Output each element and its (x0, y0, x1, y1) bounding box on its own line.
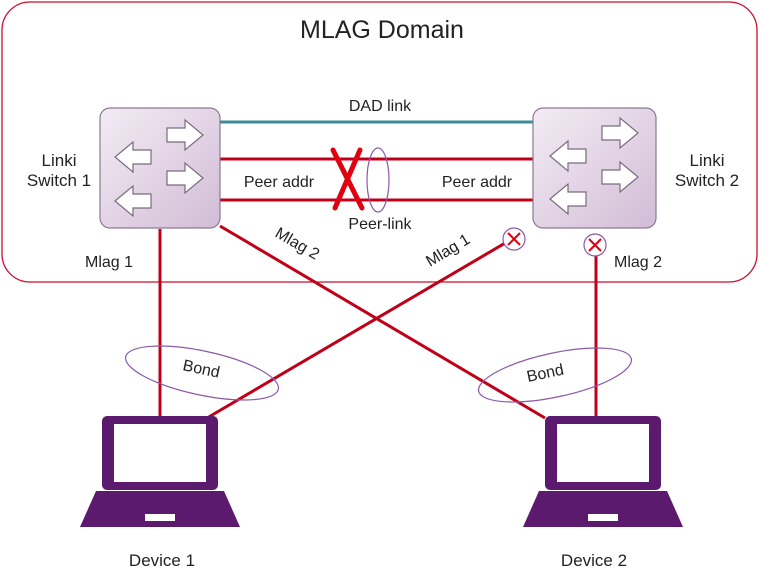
peer-link-failure-cross-icon (330, 147, 365, 211)
bond-left-ellipse (124, 345, 280, 401)
switch2-label-line1: Linki (690, 151, 725, 170)
dad-link-label: DAD link (349, 98, 412, 115)
mlag1-diagonal-link (206, 237, 513, 420)
peer-addr-right-label: Peer addr (442, 174, 513, 191)
device1-laptop-icon (80, 416, 240, 527)
switch1-label-line1: Linki (42, 151, 77, 170)
switch2-label-line2: Switch 2 (675, 171, 739, 190)
peer-addr-left-label: Peer addr (244, 174, 315, 191)
device2-laptop-icon (523, 416, 683, 527)
peer-link-label: Peer-link (348, 216, 412, 233)
mlag2-failure-cross-icon (583, 233, 607, 257)
mlag2-diagonal-link (219, 224, 546, 420)
mlag1-left-label: Mlag 1 (85, 254, 133, 271)
mlag2-diagonal-label: Mlag 2 (272, 225, 322, 264)
mlag-domain-border (1, 1, 758, 283)
switch1-label-line2: Switch 1 (27, 171, 91, 190)
domain-title: MLAG Domain (300, 16, 464, 44)
bond-right-label: Bond (525, 362, 565, 386)
device2-label: Device 2 (561, 551, 627, 570)
device1-label: Device 1 (129, 551, 195, 570)
peer-link-bundle-ellipse (366, 147, 390, 213)
switch2-network-switch-icon (532, 107, 657, 229)
mlag2-right-label: Mlag 2 (614, 254, 662, 271)
bond-right-ellipse (477, 347, 633, 403)
switch1-network-switch-icon (99, 107, 221, 229)
bond-left-label: Bond (181, 357, 221, 381)
mlag1-failure-cross-icon (502, 227, 526, 251)
